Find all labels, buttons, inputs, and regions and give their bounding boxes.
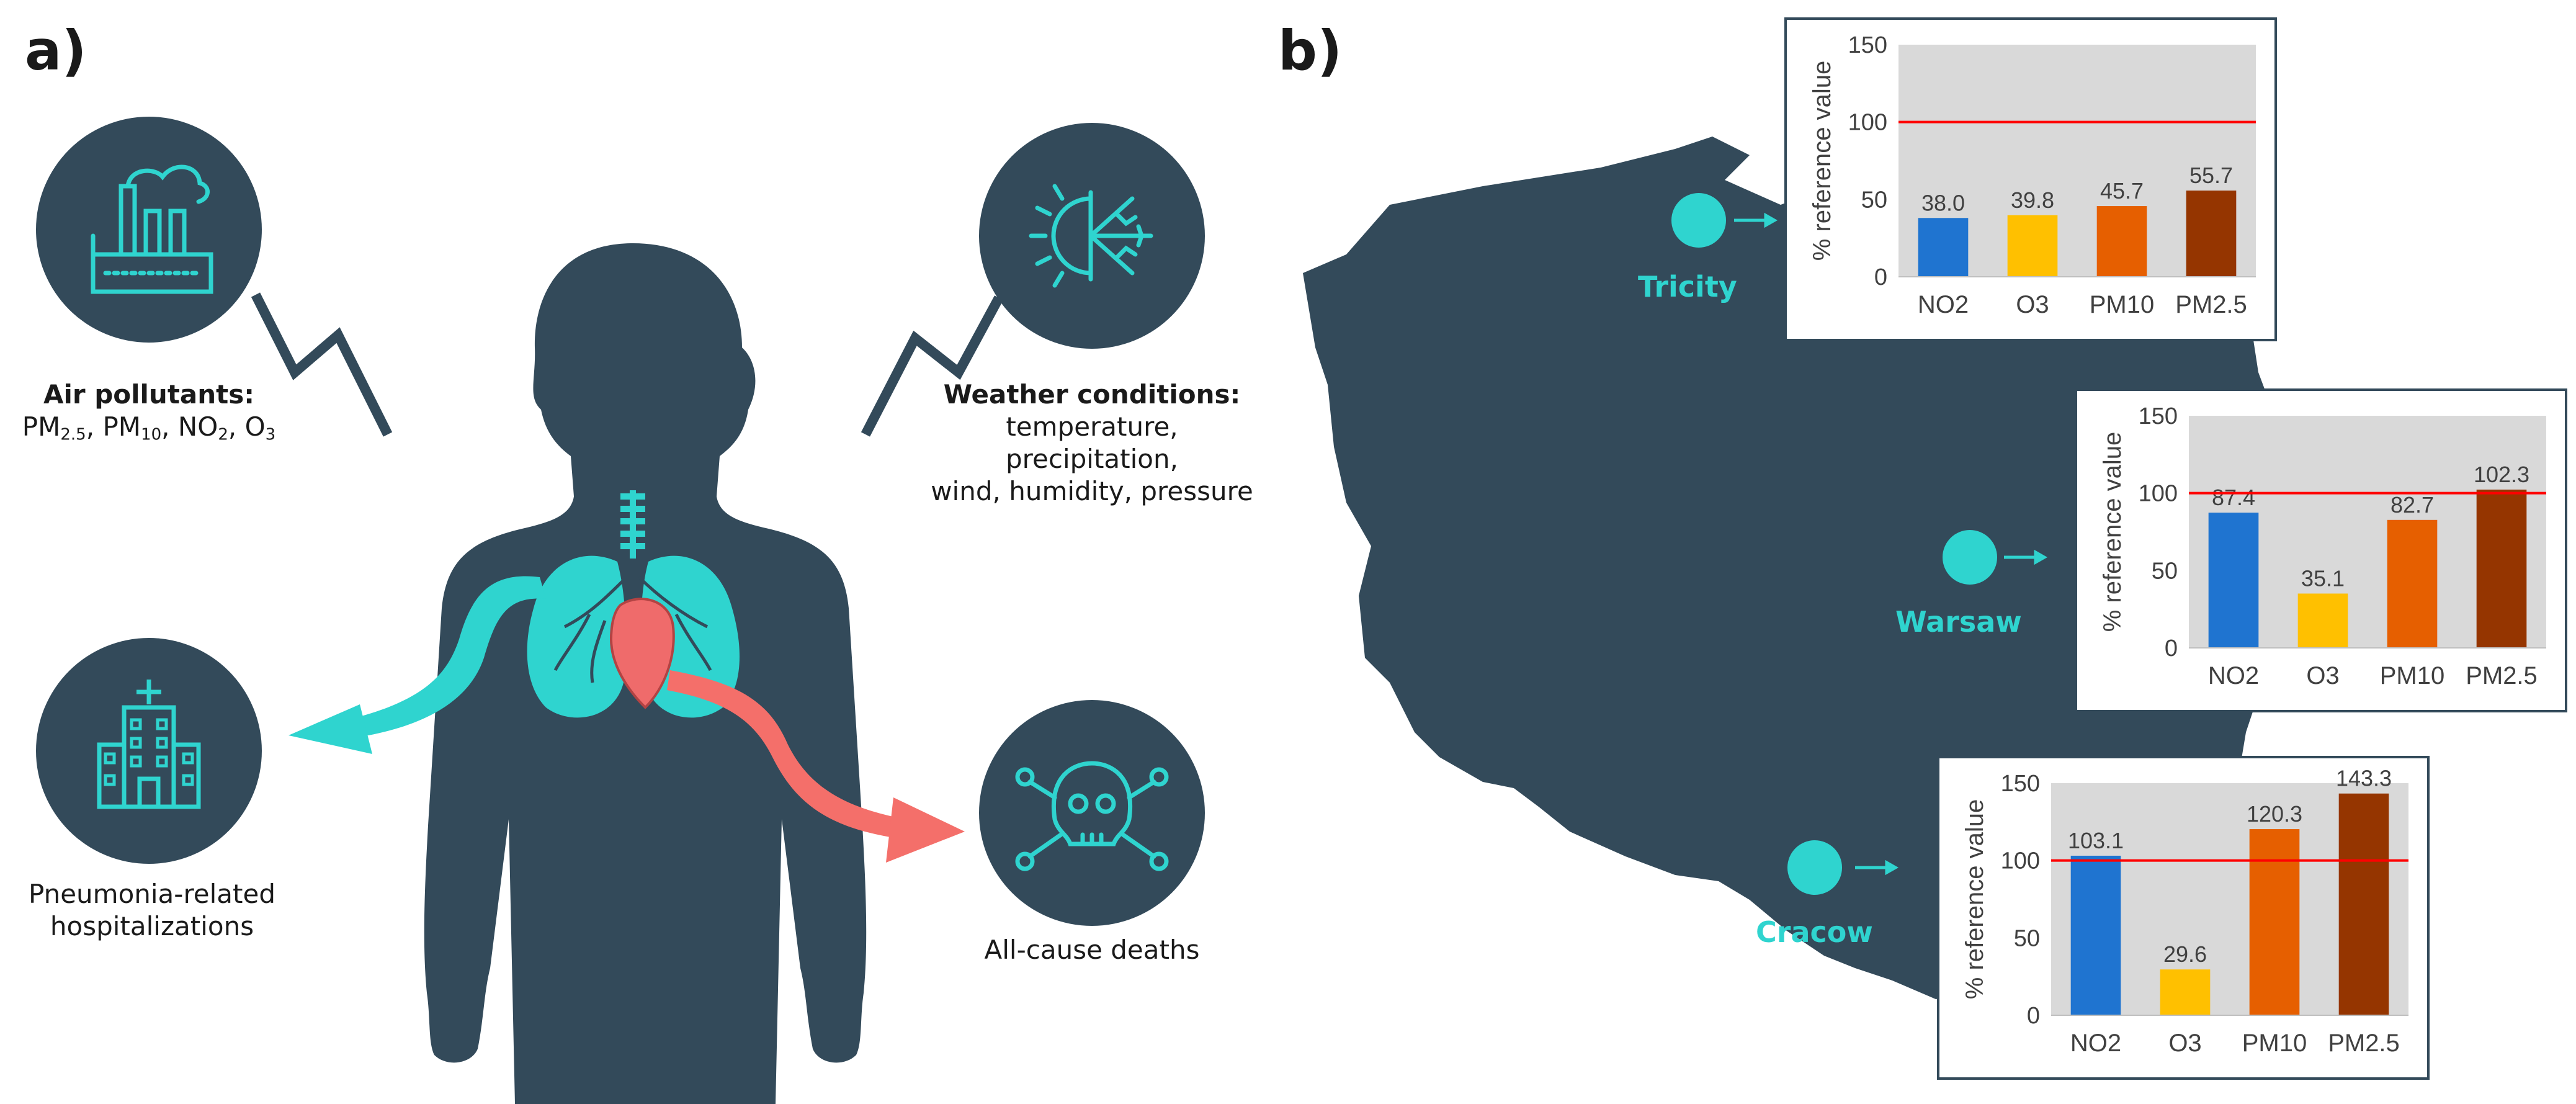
deaths-caption: All-cause deaths: [984, 935, 1200, 965]
arrow-to-hospital: [288, 576, 546, 754]
bar-pm25: [2338, 793, 2389, 1015]
y-tick-label: 150: [1848, 32, 1887, 58]
y-tick-label: 0: [2027, 1003, 2040, 1029]
bar-value-label: 120.3: [2247, 801, 2302, 827]
bar-pm25: [2186, 191, 2237, 277]
lightning-bolt-left: [251, 292, 393, 437]
bar-value-label: 35.1: [2301, 565, 2345, 591]
y-axis-label: % reference value: [1961, 799, 1988, 999]
pollutants-circle: [36, 117, 262, 343]
y-tick-label: 50: [2014, 925, 2040, 951]
bar-o3: [2297, 593, 2348, 648]
skull-crossbones-icon: [1015, 761, 1169, 871]
hospital-line: hospitalizations: [50, 911, 254, 941]
x-tick-label: PM2.5: [2466, 662, 2538, 689]
bronchi: [553, 576, 712, 683]
bar-value-label: 45.7: [2100, 178, 2144, 204]
bar-value-label: 87.4: [2212, 485, 2255, 510]
bar-value-label: 29.6: [2163, 941, 2207, 967]
bar-o3: [2007, 215, 2058, 277]
bar-no2: [2070, 855, 2121, 1015]
hospital-icon: [97, 680, 201, 809]
city-marker-tricity: [1671, 193, 1726, 248]
weather-icon: [1029, 184, 1153, 288]
y-tick-label: 150: [2139, 403, 2178, 429]
city-marker-cracow: [1787, 840, 1842, 895]
deaths-circle: [979, 700, 1205, 926]
city-label-cracow: Cracow: [1756, 915, 1873, 949]
weather-title: Weather conditions:: [943, 379, 1241, 410]
x-tick-label: O3: [2016, 291, 2049, 318]
y-tick-label: 50: [2152, 558, 2178, 584]
weather-line: precipitation,: [1006, 444, 1178, 474]
y-tick-label: 50: [1861, 187, 1887, 213]
y-tick-label: 100: [2139, 481, 2178, 507]
bar-no2: [1918, 218, 1969, 277]
x-tick-label: PM10: [2380, 662, 2445, 689]
bar-value-label: 38.0: [1921, 190, 1965, 215]
bar-value-label: 103.1: [2068, 828, 2124, 853]
pollutants-title: Air pollutants:: [43, 379, 255, 410]
x-tick-label: NO2: [2208, 662, 2259, 689]
pollutants-list: PM2.5, PM10, NO2, O3: [22, 411, 276, 444]
y-tick-label: 150: [2001, 771, 2040, 797]
x-tick-label: NO2: [2070, 1030, 2121, 1057]
x-tick-label: O3: [2306, 662, 2339, 689]
pollutants-caption: Air pollutants: PM2.5, PM10, NO2, O3: [19, 379, 279, 451]
weather-caption: Weather conditions: temperature, precipi…: [918, 379, 1266, 508]
bar-value-label: 143.3: [2336, 766, 2392, 791]
y-axis-label: % reference value: [2099, 432, 2126, 632]
y-tick-label: 0: [1874, 264, 1887, 290]
bar-value-label: 82.7: [2390, 492, 2434, 518]
heart: [609, 598, 675, 709]
city-connectors: [1734, 212, 2048, 876]
y-tick-label: 0: [2165, 635, 2178, 662]
city-label-warsaw: Warsaw: [1895, 605, 2022, 639]
bar-o3: [2160, 969, 2211, 1015]
x-tick-label: PM2.5: [2328, 1030, 2400, 1057]
panel-a-label: a): [25, 19, 87, 83]
bar-value-label: 55.7: [2189, 163, 2233, 188]
hospital-line: Pneumonia-related: [28, 879, 275, 909]
weather-line: wind, humidity, pressure: [931, 476, 1253, 506]
y-tick-label: 100: [1848, 110, 1887, 136]
bar-value-label: 102.3: [2474, 462, 2529, 487]
city-label-tricity: Tricity: [1638, 270, 1737, 303]
hospital-circle: [36, 638, 262, 864]
arrow-to-deaths: [667, 670, 965, 863]
x-tick-label: O3: [2168, 1030, 2201, 1057]
x-tick-label: NO2: [1918, 291, 1969, 318]
hospital-caption: Pneumonia-related hospitalizations: [19, 878, 285, 943]
bar-pm25: [2476, 489, 2527, 648]
weather-line: temperature,: [1006, 411, 1178, 442]
bar-no2: [2208, 513, 2259, 648]
bar-pm10: [2096, 206, 2147, 277]
factory-icon: [91, 164, 213, 294]
y-tick-label: 100: [2001, 848, 2040, 874]
x-tick-label: PM10: [2090, 291, 2155, 318]
lightning-bolt-right: [861, 295, 1004, 437]
bar-pm10: [2249, 829, 2300, 1015]
trachea: [620, 490, 645, 559]
panel-b-label: b): [1278, 19, 1343, 83]
x-tick-label: PM10: [2242, 1030, 2307, 1057]
health-diagram: [36, 117, 1205, 1104]
bar-pm10: [2387, 519, 2438, 648]
bar-value-label: 39.8: [2011, 187, 2054, 213]
city-marker-warsaw: [1943, 530, 1997, 585]
x-tick-label: PM2.5: [2175, 291, 2247, 318]
y-axis-label: % reference value: [1809, 61, 1836, 261]
